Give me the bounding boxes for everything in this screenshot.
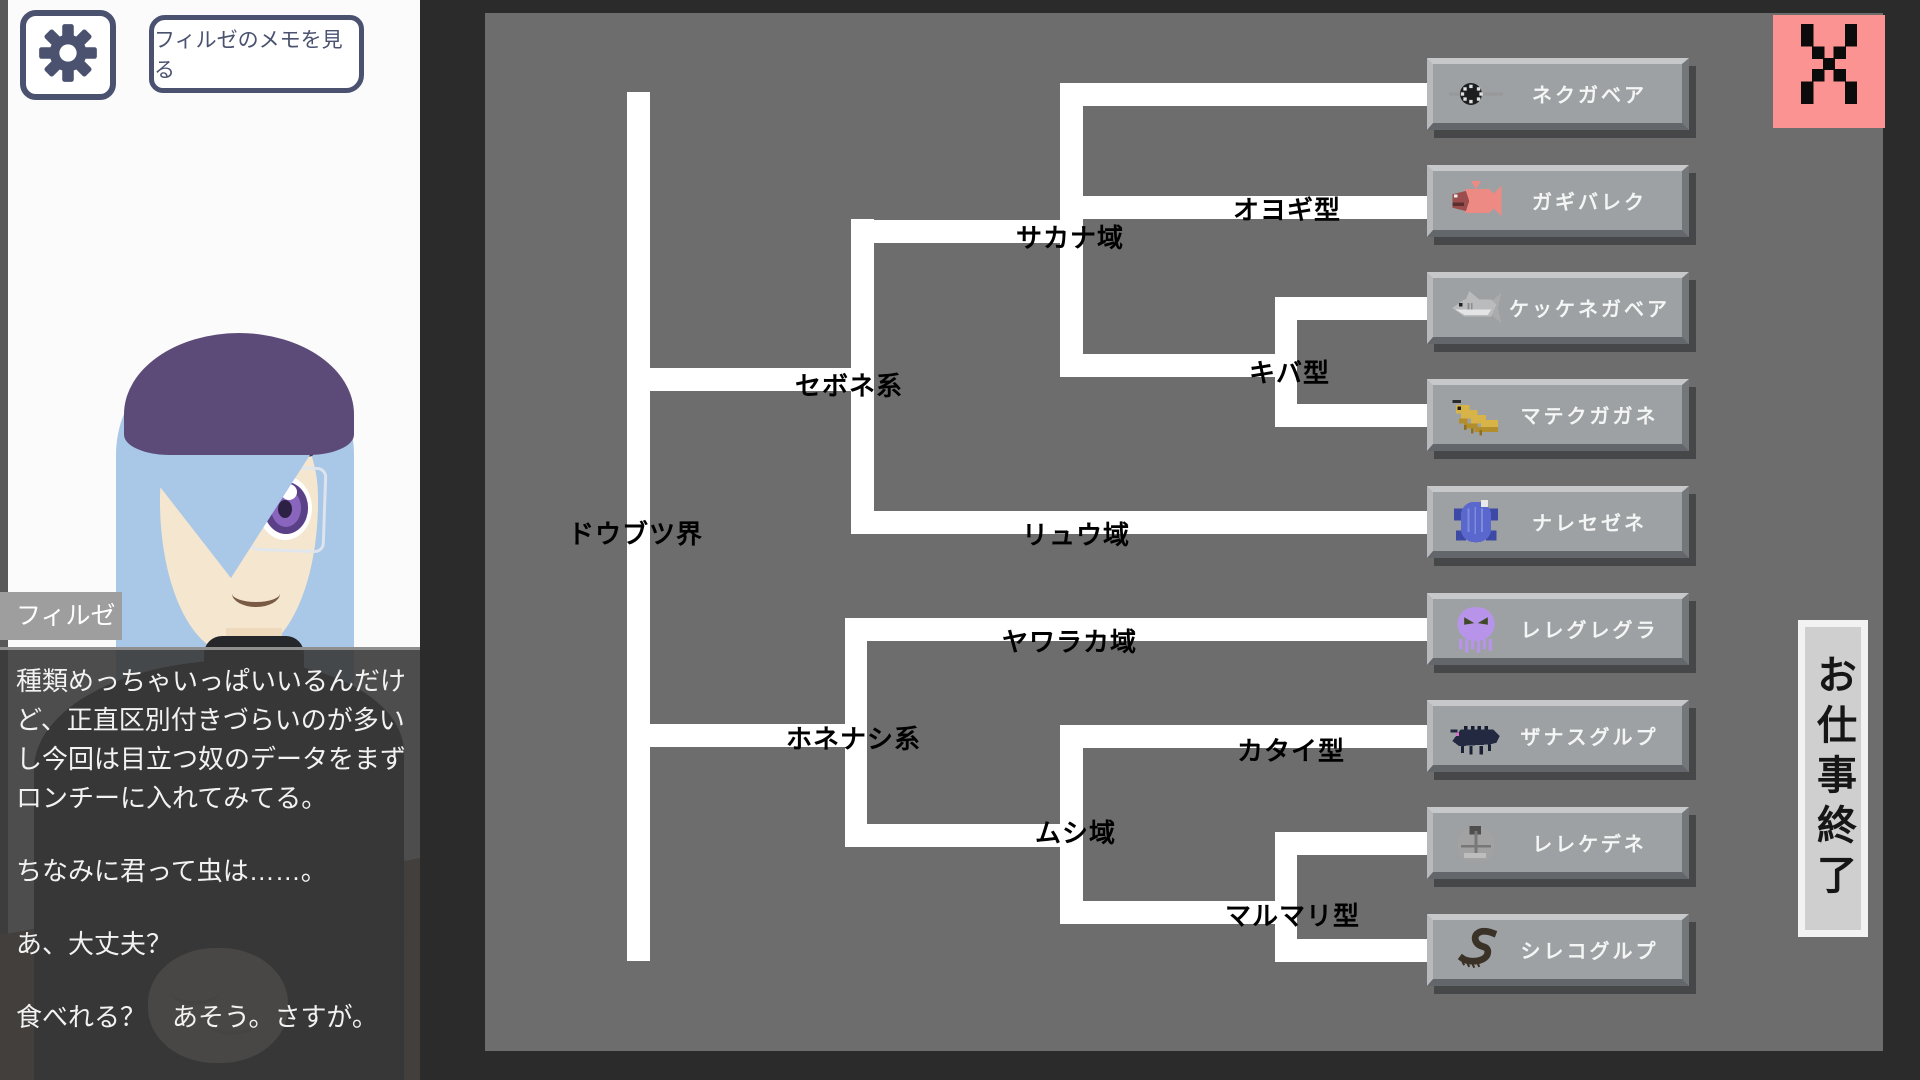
species-button-label: ケッケネガベア [1509,299,1670,321]
tree-line-to-shirekogurupu [1275,939,1437,962]
dialogue-line: 食べれる？ あそう。さすが。 [16,1002,378,1032]
species-button-label: レレグレグラ [1520,620,1659,642]
tree-line-honenashi [627,724,867,747]
panel-edge-strip [0,0,8,1080]
turtle-icon [1445,495,1507,549]
beetle-icon [1445,709,1507,763]
species-button-label: レレケデネ [1532,834,1647,856]
dialogue-line: ちなみに君って虫は……。 [16,856,327,886]
gear-icon [38,23,98,88]
species-button-zanasugurupu[interactable]: ザナスグルプ [1427,700,1689,772]
species-button-rerekedene[interactable]: レレケデネ [1427,807,1689,879]
dialogue-line: あ、大丈夫？ [16,929,173,959]
tree-line-ryuu [851,511,1437,534]
species-button-matekugagane[interactable]: マテクガガネ [1427,379,1689,451]
tree-node-sakana: サカナ域 [1016,223,1125,253]
end-work-button-label: お仕事終了 [1811,653,1855,904]
dialogue-box[interactable]: 種類めっちゃいっぱいいるんだけ ど、正直区別付きづらいのが多い し今回は目立つ奴… [0,647,420,1080]
species-button-label: ガギバレク [1532,192,1647,214]
shrimp-icon [1445,388,1507,442]
dialogue-paragraph: ちなみに君って虫は……。 [16,852,414,891]
tree-line-yawaraka [845,618,1437,641]
dialogue-paragraph: あ、大丈夫？ [16,925,414,964]
tree-line-to-rerekedene [1275,832,1437,855]
tree-line-sakana [851,220,1082,243]
tree-line-oyogi [1083,196,1437,219]
tree-line-honenashi-v [845,618,867,847]
tree-node-kiba: キバ型 [1249,358,1331,388]
tree-node-oyogi: オヨギ型 [1233,195,1342,225]
dialogue-line: し今回は目立つ奴のデータをまず [16,744,407,774]
tree-node-sebone: セボネ系 [795,371,904,401]
tree-line-kiba [1083,354,1297,377]
view-memo-button-label: フィルゼのメモを見る [154,29,343,82]
tree-line-sebone [627,368,874,391]
species-button-naresezene[interactable]: ナレセゼネ [1427,486,1689,558]
settings-button[interactable] [20,10,116,100]
tree-line-sakana-v [1060,83,1083,377]
species-button-label: ナレセゼネ [1532,513,1647,535]
species-button-label: マテクガガネ [1520,406,1659,428]
end-work-button[interactable]: お仕事終了 [1798,620,1868,937]
close-icon [1789,24,1869,119]
species-button-label: ネクガベア [1532,85,1647,107]
shark-icon [1445,281,1507,335]
tree-node-honenashi: ホネナシ系 [786,724,922,754]
tree-node-doubutsukai: ドウブツ界 [568,519,704,549]
tree-line-mushi-v [1060,725,1083,924]
species-button-label: ザナスグルプ [1520,727,1659,749]
tree-line-mushi [845,824,1082,847]
dialogue-line: 種類めっちゃいっぱいいるんだけ [16,666,407,696]
dialogue-paragraph: 種類めっちゃいっぱいいるんだけ ど、正直区別付きづらいのが多い し今回は目立つ奴… [16,662,414,818]
tree-line-kiba-v [1275,297,1297,427]
tree-node-ryuu: リュウ域 [1022,520,1131,550]
tree-line-sebone-v [851,219,874,534]
dialogue-line: ロンチーに入れてみてる。 [16,783,328,813]
octopus-icon [1445,602,1507,656]
tree-line-marumari [1083,901,1297,924]
fish-icon [1445,174,1507,228]
tree-node-katai: カタイ型 [1237,736,1346,766]
worm-icon [1445,923,1507,977]
tree-node-marumari: マルマリ型 [1225,901,1361,931]
species-button-label: シレコグルプ [1520,941,1659,963]
dialogue-line: ど、正直区別付きづらいのが多い [16,705,405,735]
tree-line-to-matekugagane [1275,404,1437,427]
close-button[interactable] [1773,15,1885,128]
tree-node-yawaraka: ヤワラカ域 [1002,627,1138,657]
species-button-shirekogurupu[interactable]: シレコグルプ [1427,914,1689,986]
lamprey-icon [1445,67,1507,121]
tree-node-mushi: ムシ域 [1035,818,1117,848]
tree-line-to-zanasugurupu [1060,725,1437,748]
species-button-kekkenegabea[interactable]: ケッケネガベア [1427,272,1689,344]
character-panel: フィルゼ 種類めっちゃいっぱいいるんだけ ど、正直区別付きづらいのが多い し今回… [0,0,420,1080]
species-button-nekugabea[interactable]: ネクガベア [1427,58,1689,130]
species-button-gagibareku[interactable]: ガギバレク [1427,165,1689,237]
rock-icon [1445,816,1507,870]
view-memo-button[interactable]: フィルゼのメモを見る [149,15,364,93]
character-hair-top [124,333,354,455]
tree-line-to-nekugabea [1060,83,1437,106]
character-pupil [278,500,292,518]
species-button-reregurегura[interactable]: レレグレグラ [1427,593,1689,665]
dialogue-paragraph: 食べれる？ あそう。さすが。 [16,998,414,1037]
tree-line-to-kekkenegabea [1275,297,1437,320]
speaker-name-tag: フィルゼ [0,592,122,640]
tree-line-marumari-v [1275,832,1297,962]
character-smile [232,580,280,607]
